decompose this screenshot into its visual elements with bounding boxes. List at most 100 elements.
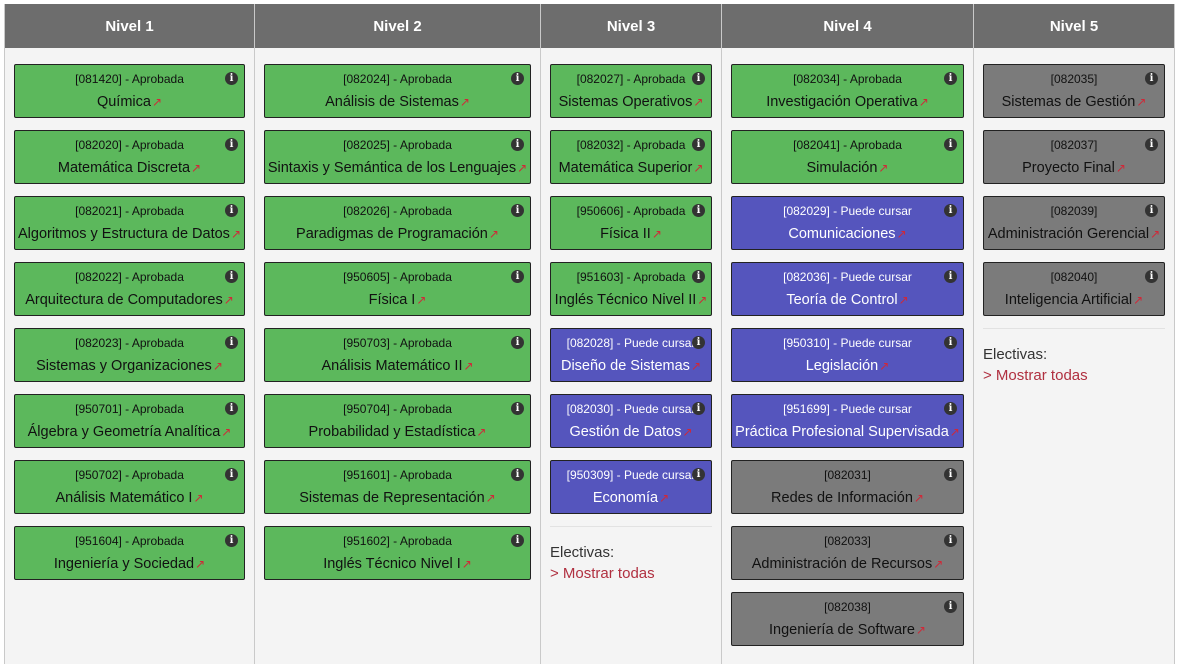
external-link-icon[interactable]: ↗: [1115, 161, 1126, 175]
external-link-icon[interactable]: ↗: [488, 227, 499, 241]
info-icon[interactable]: i: [225, 204, 238, 217]
info-icon[interactable]: i: [511, 336, 524, 349]
info-icon[interactable]: i: [944, 534, 957, 547]
info-icon[interactable]: i: [692, 270, 705, 283]
external-link-icon[interactable]: ↗: [878, 161, 889, 175]
info-icon[interactable]: i: [1145, 72, 1158, 85]
external-link-icon[interactable]: ↗: [485, 491, 496, 505]
external-link-icon[interactable]: ↗: [690, 359, 701, 373]
info-icon[interactable]: i: [511, 138, 524, 151]
external-link-icon[interactable]: ↗: [898, 293, 909, 307]
external-link-icon[interactable]: ↗: [193, 491, 204, 505]
external-link-icon[interactable]: ↗: [151, 95, 163, 109]
info-icon[interactable]: i: [692, 402, 705, 415]
external-link-icon[interactable]: ↗: [659, 491, 670, 505]
external-link-icon[interactable]: ↗: [230, 227, 241, 241]
external-link-icon[interactable]: ↗: [949, 425, 960, 439]
external-link-icon[interactable]: ↗: [693, 161, 704, 175]
external-link-icon[interactable]: ↗: [1136, 95, 1147, 109]
info-icon[interactable]: i: [944, 72, 957, 85]
external-link-icon[interactable]: ↗: [191, 161, 202, 175]
external-link-icon[interactable]: ↗: [517, 161, 528, 175]
info-icon[interactable]: i: [225, 402, 238, 415]
info-icon[interactable]: i: [225, 534, 238, 547]
info-icon[interactable]: i: [511, 204, 524, 217]
info-icon[interactable]: i: [225, 270, 238, 283]
info-icon[interactable]: i: [1145, 138, 1158, 151]
external-link-icon[interactable]: ↗: [221, 425, 232, 439]
external-link-icon[interactable]: ↗: [651, 227, 662, 241]
info-icon[interactable]: i: [225, 468, 238, 481]
external-link-icon[interactable]: ↗: [693, 95, 704, 109]
external-link-icon[interactable]: ↗: [1133, 293, 1144, 307]
external-link-icon[interactable]: ↗: [682, 425, 693, 439]
external-link-icon[interactable]: ↗: [476, 425, 487, 439]
info-icon[interactable]: i: [225, 138, 238, 151]
external-link-icon[interactable]: ↗: [416, 293, 427, 307]
show-all-electives-link[interactable]: > Mostrar todas: [550, 565, 655, 582]
info-icon[interactable]: i: [692, 138, 705, 151]
info-icon[interactable]: i: [1145, 270, 1158, 283]
info-icon[interactable]: i: [511, 270, 524, 283]
info-icon[interactable]: i: [944, 270, 957, 283]
external-link-icon[interactable]: ↗: [461, 557, 472, 571]
external-link-icon[interactable]: ↗: [195, 557, 206, 571]
info-icon[interactable]: i: [511, 534, 524, 547]
external-link-icon[interactable]: ↗: [933, 557, 944, 571]
info-icon[interactable]: i: [692, 72, 705, 85]
info-icon[interactable]: i: [944, 336, 957, 349]
external-link-icon[interactable]: ↗: [879, 359, 890, 373]
show-all-electives-link[interactable]: > Mostrar todas: [983, 367, 1088, 384]
info-icon[interactable]: i: [225, 336, 238, 349]
info-icon[interactable]: i: [511, 468, 524, 481]
info-icon[interactable]: i: [511, 72, 524, 85]
info-icon[interactable]: i: [944, 600, 957, 613]
info-icon[interactable]: i: [225, 72, 238, 85]
info-icon[interactable]: i: [1145, 204, 1158, 217]
info-icon[interactable]: i: [511, 402, 524, 415]
external-link-icon[interactable]: ↗: [896, 227, 907, 241]
external-link-icon[interactable]: ↗: [913, 491, 924, 505]
info-icon[interactable]: i: [944, 402, 957, 415]
info-icon[interactable]: i: [692, 336, 705, 349]
external-link-icon[interactable]: ↗: [915, 623, 926, 637]
external-link-icon[interactable]: ↗: [223, 293, 234, 307]
info-icon[interactable]: i: [944, 204, 957, 217]
info-icon[interactable]: i: [944, 468, 957, 481]
external-link-icon[interactable]: ↗: [463, 359, 474, 373]
external-link-icon[interactable]: ↗: [918, 95, 929, 109]
external-link-icon[interactable]: ↗: [697, 293, 708, 307]
